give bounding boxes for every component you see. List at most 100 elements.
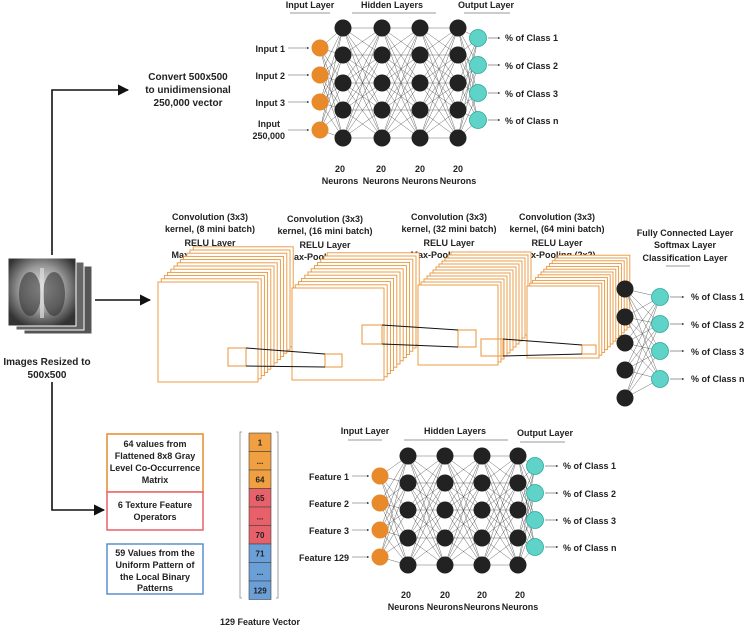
convert-label-line3: 250,000 vector: [154, 98, 223, 109]
bottom-connection: [407, 455, 446, 566]
bottom-connection: [407, 455, 446, 511]
bottom-connection: [481, 482, 519, 566]
top-connection: [457, 37, 479, 111]
bottom-neuron-word-1: Neurons: [388, 602, 425, 612]
bottom-connection: [379, 455, 409, 531]
glcm-feature-box: [106, 433, 204, 493]
top-node-l2-5: [334, 129, 352, 147]
top-node-l1-2: [311, 66, 329, 84]
top-node-l5-3: [449, 74, 467, 92]
top-neuron-word-2: Neurons: [363, 176, 400, 186]
bottom-connection: [517, 465, 536, 566]
top-node-l2-3: [334, 74, 352, 92]
bottom-connection: [481, 509, 519, 566]
top-node-l6-3: [469, 84, 487, 102]
cnn-stage-4-line3: RELU Layer: [531, 238, 583, 248]
fc-node-l1-4: [616, 361, 634, 379]
bottom-connection: [444, 455, 483, 539]
cnn-output-label-2: % of Class 2: [691, 320, 744, 330]
bottom-neuron-word-2: Neurons: [427, 602, 464, 612]
top-input-label-3: Input 3: [256, 98, 286, 108]
top-node-l4-3: [411, 74, 429, 92]
top-neuron-count-3: 20: [415, 164, 425, 174]
bottom-node-l5-1: [509, 447, 527, 465]
bottom-connection: [379, 482, 409, 558]
bottom-node-l2-1: [399, 447, 417, 465]
top-connection: [457, 64, 479, 139]
bottom-node-l2-3: [399, 501, 417, 519]
cnn-stage-4-line4: Max-Pooling (2x2): [518, 250, 595, 260]
arrow-to-top-network: [51, 84, 130, 255]
bottom-connection: [407, 455, 446, 539]
fc-network: [616, 280, 685, 407]
xray-image-stack: [7, 257, 93, 335]
texture-feature-box: [106, 491, 204, 531]
cnn-stage-1-line1: Convolution (3x3): [172, 212, 248, 222]
top-node-l4-1: [411, 19, 429, 37]
top-output-label-n: % of Class n: [505, 116, 559, 126]
top-node-l5-4: [449, 101, 467, 119]
fc-connection: [624, 296, 661, 371]
top-output-label-3: % of Class 3: [505, 89, 558, 99]
feature-vector-cell-label-7: 71: [256, 549, 265, 558]
bottom-neuron-word-4: Neurons: [502, 602, 539, 612]
convert-label-line1: Convert 500x500: [148, 72, 228, 83]
top-node-l1-4: [311, 121, 329, 139]
top-neuron-count-4: 20: [453, 164, 463, 174]
bottom-node-l5-4: [509, 529, 527, 547]
cnn-feature-maps: [157, 246, 631, 383]
bottom-node-l6-2: [526, 484, 544, 502]
source-caption-line1: Images Resized to: [3, 357, 90, 368]
bottom-connection: [444, 482, 483, 566]
top-connection: [342, 27, 383, 84]
fc-connection: [624, 296, 661, 399]
feature-vector-cell-label-2: ...: [257, 457, 264, 466]
top-node-l2-4: [334, 101, 352, 119]
top-connection: [319, 82, 344, 131]
top-connection: [319, 27, 344, 103]
bottom-neuron-word-3: Neurons: [464, 602, 501, 612]
lbp-box-line2: Uniform Pattern of: [115, 560, 195, 570]
top-connection: [419, 27, 459, 84]
feature-vector-cell-label-4: 65: [256, 494, 265, 503]
classification-layer-label: Classification Layer: [642, 253, 728, 263]
glcm-box-line4: Matrix: [142, 475, 169, 485]
bottom-hidden-layers-title: Hidden Layers: [424, 426, 486, 436]
arrow-to-features: [51, 382, 106, 516]
top-node-l2-2: [334, 46, 352, 64]
bottom-node-l2-4: [399, 529, 417, 547]
top-node-l4-4: [411, 101, 429, 119]
bottom-connection: [379, 455, 409, 558]
top-node-l5-1: [449, 19, 467, 37]
lbp-feature-box: [106, 543, 204, 595]
bottom-output-label-3: % of Class 3: [563, 516, 616, 526]
top-node-l3-1: [373, 19, 391, 37]
top-connection: [381, 82, 421, 139]
cnn-stack-1: [157, 246, 294, 383]
cnn-stage-4-label: Convolution (3x3) kernel, (64 mini batch…: [509, 212, 604, 260]
bottom-node-l6-4: [526, 538, 544, 556]
bottom-connection: [444, 455, 483, 511]
source-caption-line2: 500x500: [28, 370, 67, 381]
cnn-stack-3: [417, 251, 532, 366]
feature-vector-cell-label-3: 64: [256, 475, 265, 484]
top-connection: [381, 27, 421, 139]
feature-vector-caption: 129 Feature Vector: [220, 617, 301, 627]
bottom-neural-network: [352, 447, 559, 574]
kernel-box-4: [457, 329, 477, 348]
top-node-l4-2: [411, 46, 429, 64]
bottom-connection: [444, 455, 483, 566]
cnn-map-1-1: [157, 281, 259, 383]
cnn-stack-2: [291, 252, 420, 381]
bottom-input-label-n: Feature 129: [299, 553, 349, 563]
top-node-l5-5: [449, 129, 467, 147]
top-node-l1-1: [311, 39, 329, 57]
lbp-box-line3: the Local Binary: [120, 572, 190, 582]
feature-vector-cell-label-6: 70: [256, 531, 265, 540]
kernel-box-3: [361, 324, 383, 345]
top-node-l3-2: [373, 46, 391, 64]
cnn-stage-3-line2: kernel, (32 mini batch): [401, 224, 496, 234]
bottom-node-l3-4: [436, 529, 454, 547]
top-connection: [319, 27, 344, 76]
cnn-stage-4-line1: Convolution (3x3): [519, 212, 595, 222]
